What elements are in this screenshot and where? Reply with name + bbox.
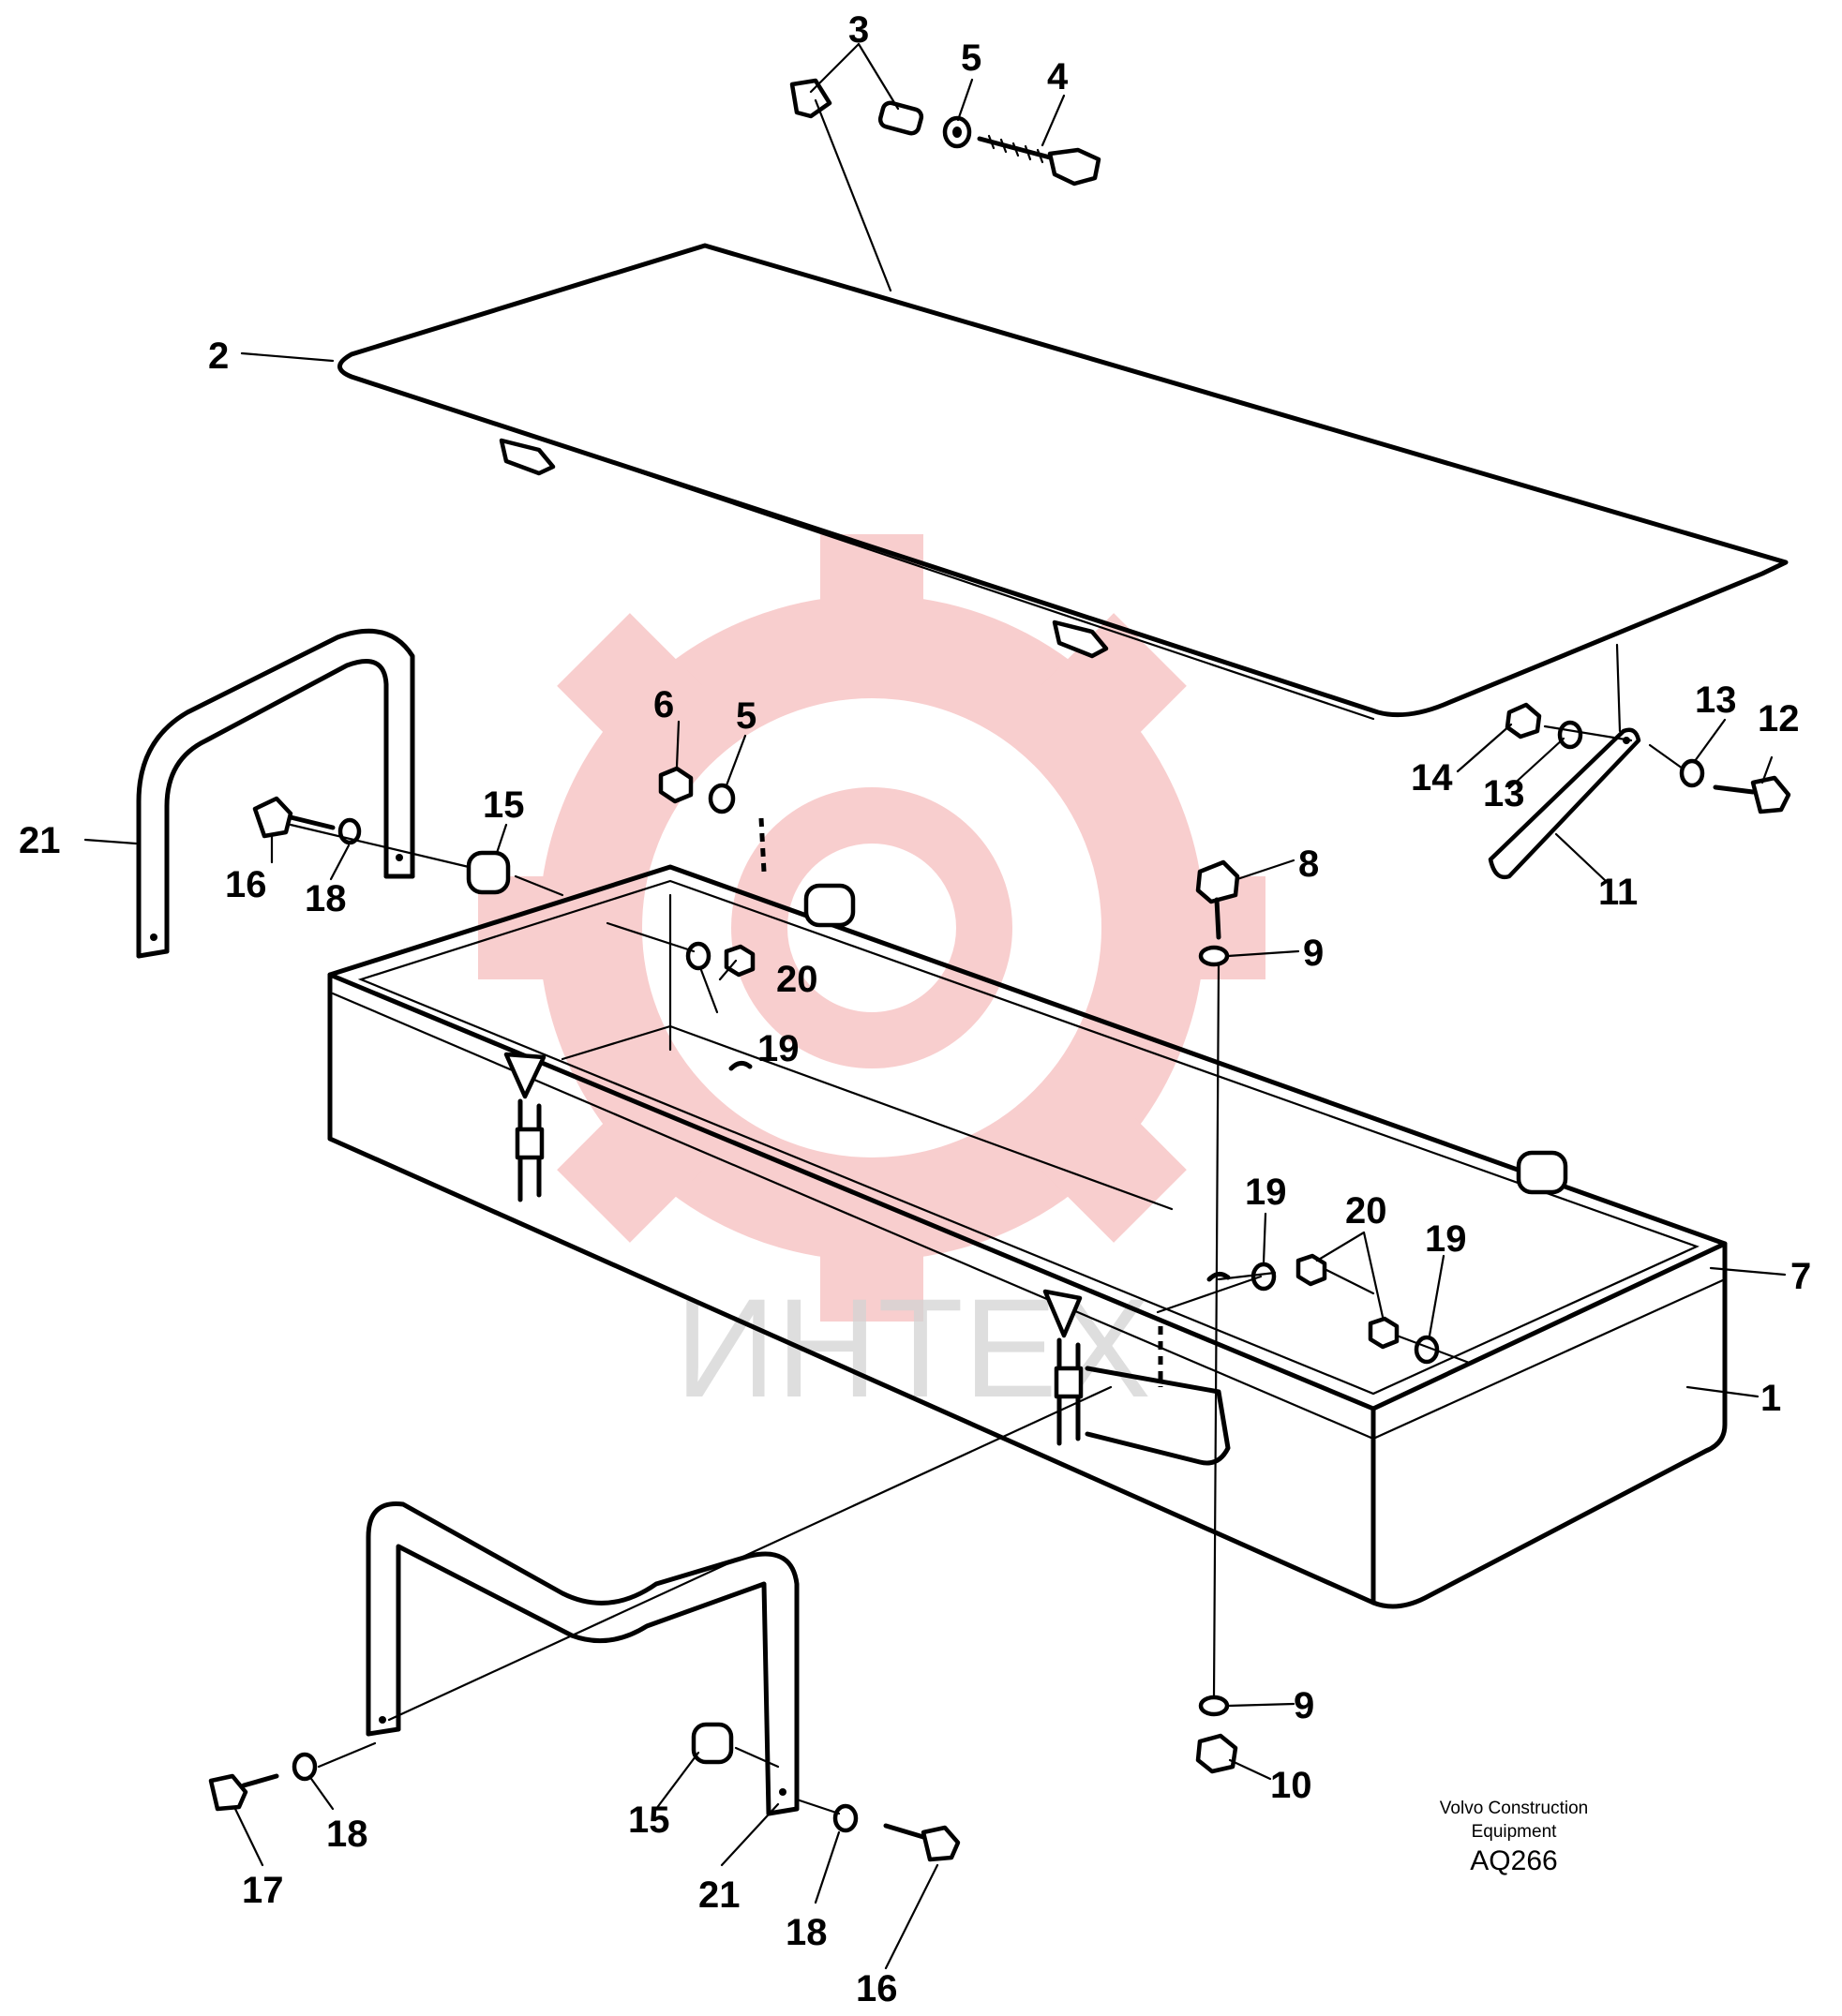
callout-10: 10 <box>1270 1765 1312 1806</box>
callout-9-bottom: 9 <box>1294 1685 1314 1726</box>
callout-11: 11 <box>1598 872 1638 913</box>
callout-15-top: 15 <box>483 784 525 826</box>
callout-4: 4 <box>1047 56 1069 97</box>
callout-16-top: 16 <box>225 864 267 905</box>
nut-6-washer-5 <box>658 766 767 873</box>
callout-7: 7 <box>1790 1256 1811 1297</box>
watermark-tooth <box>820 1218 923 1322</box>
callout-21-top: 21 <box>19 820 61 861</box>
lid-part <box>337 243 1789 721</box>
callout-numbers: 1 2 3 4 5 5 6 7 8 9 9 10 11 12 13 13 14 … <box>19 9 1811 2009</box>
callout-19-right: 19 <box>1425 1218 1467 1260</box>
callout-13-right: 13 <box>1695 679 1737 721</box>
box-part <box>327 864 1728 1609</box>
callout-18-left: 18 <box>326 1814 368 1855</box>
watermark-ring <box>539 595 1205 1261</box>
watermark-tooth <box>1162 876 1265 979</box>
hinge-bolt-set <box>789 78 1101 187</box>
callout-21-bottom: 21 <box>698 1874 741 1916</box>
callout-18-bottom: 18 <box>786 1912 828 1953</box>
callout-12: 12 <box>1758 698 1800 739</box>
callout-19-inner: 19 <box>757 1028 800 1069</box>
callout-1: 1 <box>1760 1378 1781 1419</box>
caption-line1: Volvo Construction <box>1440 1799 1588 1818</box>
watermark-tooth <box>557 1097 703 1243</box>
bolt-16-top <box>252 796 362 845</box>
caption-code: AQ266 <box>1470 1845 1557 1876</box>
callout-6: 6 <box>653 684 674 725</box>
watermark-tooth <box>557 613 703 759</box>
watermark-inner <box>731 787 1012 1068</box>
figure-caption: Volvo Construction Equipment AQ266 <box>1440 1799 1588 1876</box>
callout-20-inner: 20 <box>776 959 818 1000</box>
callout-3: 3 <box>848 9 869 51</box>
handle-bottom <box>366 1501 800 1816</box>
callout-16-bottom: 16 <box>856 1968 898 2009</box>
nut-20-washer-19-right <box>1250 1253 1440 1365</box>
callout-8: 8 <box>1298 844 1319 885</box>
bolt-17 <box>208 1752 318 1812</box>
bolt-16-bottom <box>832 1803 961 1862</box>
callout-9-top: 9 <box>1303 933 1324 974</box>
callout-19-mid: 19 <box>1245 1172 1287 1213</box>
nut-20-washer-19-inner <box>685 941 756 978</box>
caption-line2: Equipment <box>1472 1822 1558 1842</box>
strap-11-assembly <box>1488 702 1791 880</box>
callout-2: 2 <box>208 336 229 377</box>
callout-5-mid: 5 <box>736 695 756 737</box>
watermark-gear-logo <box>478 534 1265 1322</box>
spacer-15-top <box>466 850 511 895</box>
callout-15-bottom: 15 <box>628 1799 670 1841</box>
leader-lines <box>83 42 1787 1970</box>
watermark-tooth <box>1041 1097 1187 1243</box>
spacer-15-bottom <box>691 1722 734 1765</box>
callout-17: 17 <box>242 1870 284 1911</box>
callout-20-right: 20 <box>1345 1190 1387 1232</box>
handle-top-left <box>136 628 415 959</box>
callout-5-top: 5 <box>961 37 981 79</box>
callout-18-top: 18 <box>305 878 347 919</box>
callout-14: 14 <box>1411 757 1453 799</box>
callout-13-left: 13 <box>1483 773 1525 814</box>
